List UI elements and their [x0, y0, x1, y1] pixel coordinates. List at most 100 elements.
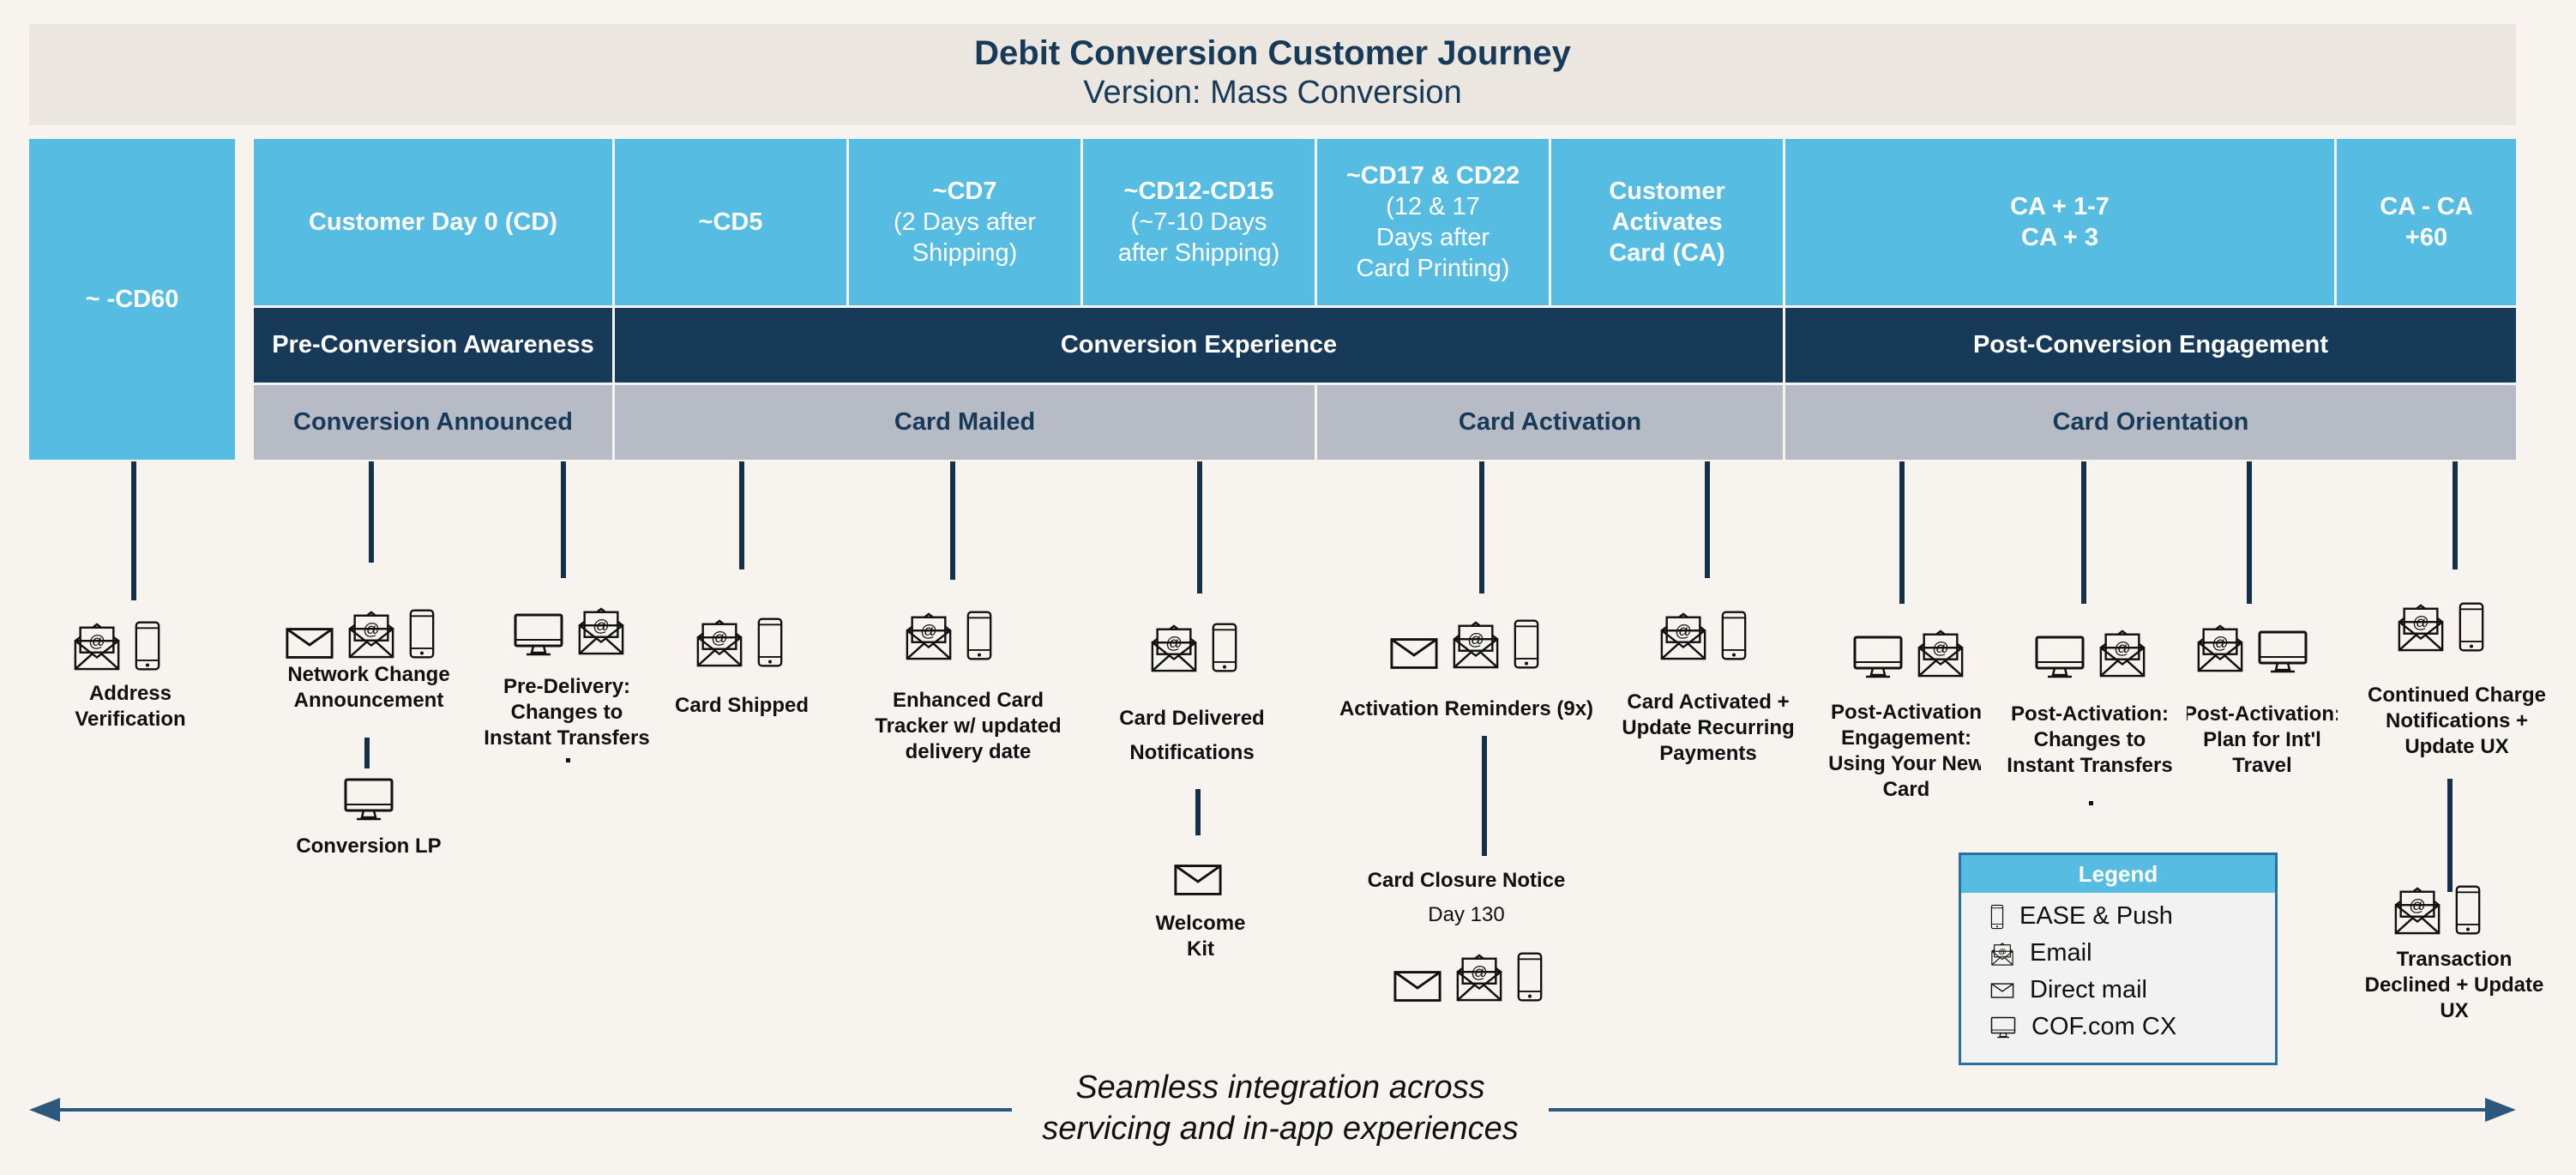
arrowhead-left: [29, 1098, 60, 1122]
email-icon: [695, 616, 744, 669]
timeline-col-label: CA - CA +60: [2380, 193, 2473, 251]
touchpoint-label-address-verification: Address Verification: [75, 682, 186, 731]
phase-pre-conversion: Pre-Conversion Awareness: [254, 308, 612, 383]
touchpoint-label-post-travel: Post-Activation: Plan for Int'l Travel: [2187, 702, 2338, 777]
touchpoint-label-continued-charge: Continued Charge Notifications + Update …: [2368, 684, 2546, 758]
timeline-col-label: Customer Day 0 (CD): [308, 208, 558, 236]
phase-post-conversion: Post-Conversion Engagement: [1785, 308, 2516, 383]
email-icon: [1990, 941, 2014, 967]
stage-card-orientation: Card Orientation: [1785, 385, 2516, 460]
touchpoint-icons: [285, 607, 436, 660]
integration-caption: Seamless integration across servicing an…: [1012, 1067, 1549, 1149]
connector-line: [364, 738, 370, 768]
monitor-icon: [1990, 1016, 2016, 1039]
connector-line: [1195, 789, 1201, 835]
connector-line: [561, 461, 566, 578]
touchpoint-icons: [1852, 626, 1965, 679]
timeline-col-cd12: ~CD12-CD15 (~7-10 Days after Shipping): [1083, 139, 1315, 305]
phone-icon: [2458, 600, 2485, 654]
connector-line: [2081, 461, 2086, 604]
timeline-col-label: ~CD12-CD15: [1123, 178, 1274, 205]
mail-envelope-icon: [1173, 863, 1223, 897]
email-icon: [904, 609, 954, 662]
mail-envelope-icon: [1389, 636, 1439, 671]
timeline-col-label: CA + 1-7 CA + 3: [2010, 193, 2110, 251]
touchpoint-icons: [695, 616, 784, 669]
connector-line: [2453, 461, 2458, 569]
email-icon: [2396, 600, 2446, 654]
touchpoint-label-conversion-lp: Conversion LP: [296, 835, 442, 858]
connector-line: [2247, 461, 2252, 604]
touchpoint-icons: [1149, 621, 1238, 674]
mail-envelope-icon: [1393, 969, 1442, 1003]
touchpoint-icons: [1389, 618, 1540, 671]
phone-icon: [2454, 883, 2482, 937]
phone-icon: [1513, 618, 1540, 671]
integration-caption-line2: servicing and in-app experiences: [1042, 1111, 1519, 1147]
monitor-icon: [343, 777, 394, 822]
phone-icon: [134, 619, 161, 672]
touchpoint-label-pre-delivery: Pre-Delivery: Changes to Instant Transfe…: [484, 675, 650, 750]
touchpoint-label-post-using: Post-Activation Engagement: Using Your N…: [1828, 701, 1981, 801]
phone-icon: [756, 616, 784, 669]
connector-line: [369, 461, 374, 563]
legend-item-label: EASE & Push: [2019, 902, 2173, 930]
legend-item-label: Direct mail: [2030, 976, 2147, 1003]
legend-item-ease-push: EASE & Push: [1990, 898, 2275, 935]
mail-envelope-icon: [285, 626, 334, 660]
timeline-col-sublabel: (~7-10 Days after Shipping): [1117, 208, 1280, 267]
touchpoint-dot: [563, 755, 573, 765]
stage-label: Card Orientation: [2052, 408, 2249, 436]
touchpoint-icons: [2195, 621, 2308, 674]
timeline-col-label: ~CD7: [932, 178, 997, 205]
stage-card-mailed: Card Mailed: [615, 385, 1315, 460]
phone-icon: [1211, 621, 1238, 674]
timeline-col-label: ~CD17 & CD22: [1345, 162, 1520, 190]
email-icon: [2098, 626, 2147, 679]
timeline-col-ca-60: CA - CA +60: [2337, 139, 2516, 305]
touchpoint-label-welcome-kit: Welcome Kit: [1155, 912, 1246, 961]
connector-line: [1482, 736, 1487, 856]
timeline-pre-cd60: ~ -CD60: [29, 139, 235, 460]
connector-line: [1479, 461, 1484, 594]
touchpoint-label-post-transfers: Post-Activation: Changes to Instant Tran…: [2007, 702, 2173, 777]
page-title: Debit Conversion Customer Journey: [974, 34, 1571, 72]
phase-label: Post-Conversion Engagement: [1972, 331, 2329, 359]
timeline-col-label: Customer Activates Card (CA): [1609, 178, 1725, 267]
legend-item-label: COF.com CX: [2031, 1013, 2177, 1040]
timeline-col-ca: Customer Activates Card (CA): [1551, 139, 1783, 305]
email-icon: [1451, 618, 1501, 671]
mail-envelope-icon: [1990, 982, 2014, 999]
stage-label: Card Activation: [1458, 408, 1642, 436]
monitor-icon: [2034, 635, 2085, 679]
touchpoint-label-card-delivered: Card Delivered Notifications: [1119, 707, 1265, 764]
connector-line: [131, 461, 136, 600]
touchpoint-icons: [2034, 626, 2147, 679]
stage-label: Card Mailed: [894, 408, 1036, 436]
email-icon: [2195, 621, 2245, 674]
timeline-col-label: ~CD5: [698, 208, 763, 236]
connector-line: [1705, 461, 1710, 578]
touchpoint-label-card-closure-day: Day 130: [1428, 903, 1505, 926]
phase-label: Conversion Experience: [1060, 331, 1338, 359]
touchpoint-label-card-shipped: Card Shipped: [674, 694, 809, 717]
legend-item-email: Email: [1990, 935, 2275, 972]
phone-icon: [966, 609, 993, 662]
timeline-col-cd0: Customer Day 0 (CD): [254, 139, 612, 305]
touchpoint-icons: [513, 604, 626, 657]
email-icon: [1454, 950, 1504, 1003]
integration-caption-line1: Seamless integration across: [1075, 1070, 1485, 1106]
connector-line: [950, 461, 955, 580]
header-banner: Debit Conversion Customer Journey Versio…: [29, 24, 2516, 125]
email-icon: [72, 619, 122, 672]
connector-line: [1197, 461, 1202, 594]
timeline-col-ca-1-7: CA + 1-7 CA + 3: [1785, 139, 2334, 305]
touchpoint-icons: [2392, 883, 2482, 937]
legend-box: Legend EASE & Push Email Direct mail COF…: [1959, 853, 2278, 1065]
email-icon: [346, 607, 396, 660]
email-icon: [2392, 883, 2442, 937]
monitor-icon: [2257, 630, 2308, 674]
touchpoint-label-card-activated: Card Activated + Update Recurring Paymen…: [1622, 690, 1795, 765]
monitor-icon: [1852, 635, 1904, 679]
arrowhead-right: [2485, 1098, 2516, 1122]
